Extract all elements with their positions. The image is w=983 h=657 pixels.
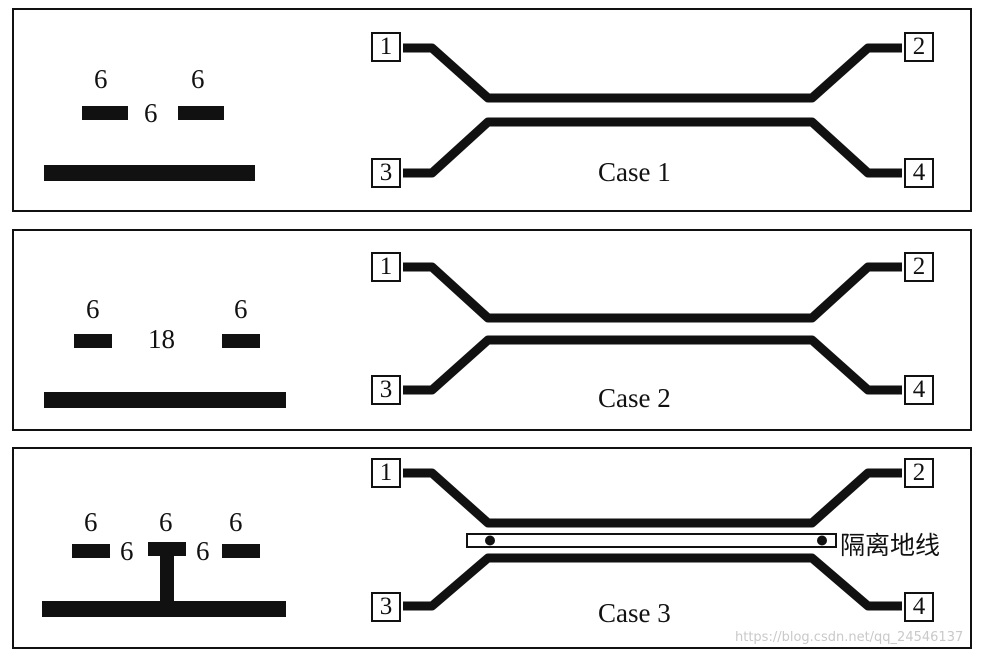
case2-port-2: 2 (904, 252, 934, 282)
case1-port-1: 1 (371, 32, 401, 62)
case2-width-left: 6 (86, 294, 100, 324)
case1-port-4: 4 (904, 158, 934, 188)
case3-port-1: 1 (371, 458, 401, 488)
case3-port-4: 4 (904, 592, 934, 622)
case3-gap-left: 6 (120, 536, 134, 566)
case1-routing (403, 43, 902, 178)
case3-port-2: 2 (904, 458, 934, 488)
panel-case1 (12, 8, 972, 212)
case3-routing (403, 468, 902, 611)
case1-gap: 6 (144, 98, 158, 128)
case2-trace-upper (403, 262, 902, 323)
guard-via-left (485, 535, 495, 546)
case1-width-left: 6 (94, 64, 108, 94)
case2-gap: 18 (148, 324, 175, 354)
case1-port-3: 3 (371, 158, 401, 188)
case3-width-right: 6 (229, 507, 243, 537)
watermark: https://blog.csdn.net/qq_24546137 (735, 630, 964, 645)
guard-ground-label: 隔离地线 (840, 531, 941, 560)
case3-guard-via (160, 556, 174, 602)
case3-cross-section (42, 542, 286, 617)
case1-port-2: 2 (904, 32, 934, 62)
case3-width-guard: 6 (159, 507, 173, 537)
case2-ground-plane (44, 392, 286, 408)
case2-routing (403, 262, 902, 395)
case1-ground-plane (44, 165, 255, 181)
case3-trace-right (222, 544, 260, 558)
case3-port-3: 3 (371, 592, 401, 622)
case3-guard-trace (148, 542, 186, 556)
case1-trace-lower (403, 117, 902, 178)
case2-label: Case 2 (598, 383, 671, 413)
case1-trace-left (82, 106, 128, 120)
case1-label: Case 1 (598, 157, 671, 187)
case2-trace-lower (403, 335, 902, 395)
case1-width-right: 6 (191, 64, 205, 94)
case2-trace-left (74, 334, 112, 348)
case3-trace-lower (403, 553, 902, 611)
case2-width-right: 6 (234, 294, 248, 324)
case3-guard-line (466, 533, 837, 548)
case2-port-4: 4 (904, 375, 934, 405)
case3-gap-right: 6 (196, 536, 210, 566)
guard-ground-strip (466, 533, 837, 548)
case3-trace-left (72, 544, 110, 558)
case2-port-3: 3 (371, 375, 401, 405)
case2-cross-section (44, 334, 286, 408)
case3-trace-upper (403, 468, 902, 528)
case3-width-left: 6 (84, 507, 98, 537)
case3-ground-plane (42, 601, 286, 617)
guard-via-right (817, 535, 827, 546)
case2-trace-right (222, 334, 260, 348)
case3-label: Case 3 (598, 598, 671, 628)
case1-cross-section (44, 106, 255, 181)
panel-case3 (12, 447, 972, 649)
case1-trace-upper (403, 43, 902, 103)
case1-trace-right (178, 106, 224, 120)
case2-port-1: 1 (371, 252, 401, 282)
panel-case2 (12, 229, 972, 431)
